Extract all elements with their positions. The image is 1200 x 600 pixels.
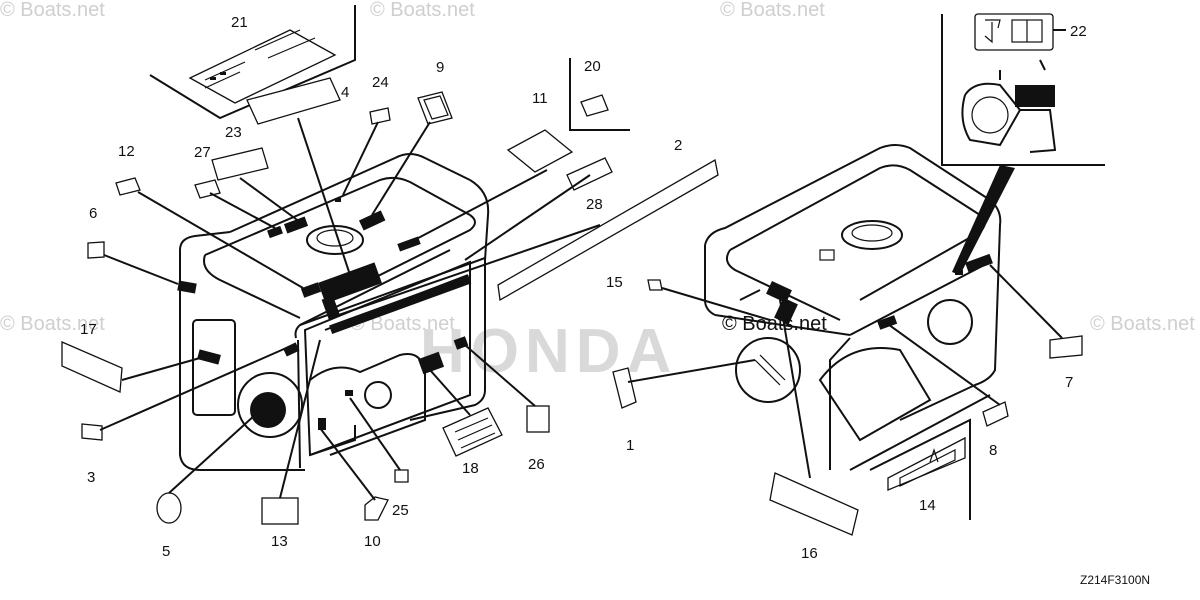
callout-1: 1: [626, 437, 634, 454]
callout-20: 20: [584, 58, 601, 75]
callout-24: 25: [392, 502, 409, 519]
loose-labels-right: [612, 279, 1083, 536]
callout-7: 7: [1065, 374, 1073, 391]
callout-6: 6: [89, 205, 97, 222]
label-2: [497, 158, 719, 302]
callout-16: 16: [801, 545, 818, 562]
label-13: [261, 497, 299, 525]
watermark: © Boats.net: [350, 313, 455, 335]
label-17: [61, 341, 123, 393]
callout-28: 28: [586, 196, 603, 213]
watermark-overlay: © Boats.net: [722, 313, 827, 335]
label-15: [647, 279, 663, 291]
label-12: [115, 177, 141, 196]
label-4: [246, 77, 341, 125]
label-23: [211, 147, 269, 181]
callout-21: 21: [231, 14, 248, 31]
inset-22: [941, 13, 1105, 275]
generator-right: [704, 144, 1002, 471]
label-7: [1049, 335, 1083, 359]
watermark: © Boats.net: [0, 0, 105, 21]
fuel-valve-icon: [984, 19, 1001, 44]
label-27: [194, 179, 221, 199]
label-6: [87, 241, 105, 259]
callout-2: 2: [674, 137, 682, 154]
watermark: © Boats.net: [1090, 313, 1195, 335]
watermark: © Boats.net: [0, 313, 105, 335]
callout-10: 10: [364, 533, 381, 550]
label-25: [369, 107, 391, 125]
watermark: © Boats.net: [370, 0, 475, 21]
label-26: [526, 405, 550, 433]
label-5: [156, 492, 182, 524]
callout-5: 5: [162, 543, 170, 560]
callout-17: 17: [80, 321, 97, 338]
diagram-code: Z214F3100N: [1080, 573, 1150, 587]
generator-left: [177, 153, 490, 471]
loose-labels-left: [61, 77, 719, 525]
callout-12: 12: [118, 143, 135, 160]
callout-4: 4: [341, 84, 349, 101]
callout-27: 27: [194, 144, 211, 161]
label-1: [612, 367, 637, 409]
callout-22: 22: [1070, 23, 1087, 40]
callout-14: 14: [919, 497, 936, 514]
callout-15: 15: [606, 274, 623, 291]
callout-11: 11: [532, 90, 548, 107]
callout-18: 18: [462, 460, 479, 477]
label-11: [506, 129, 574, 173]
label-3: [81, 423, 103, 441]
label-20: [580, 94, 609, 117]
watermark: © Boats.net: [720, 0, 825, 21]
callout-3: 3: [87, 469, 95, 486]
label-24: [394, 469, 409, 483]
label-8: [982, 401, 1009, 427]
callout-23: 23: [225, 124, 242, 141]
label-10: [364, 496, 389, 521]
label-16: [769, 472, 859, 536]
callout-9: 9: [436, 59, 444, 76]
callout-8: 8: [989, 442, 997, 459]
leader-lines-right: [627, 264, 1063, 479]
callout-13: 13: [271, 533, 288, 550]
label-18: [442, 407, 503, 457]
callout-numbers: 21 4 24 9 11 20 2 28 23 27 12 6 17 3 5 1…: [80, 14, 1087, 562]
brand-text: HONDA: [420, 317, 677, 386]
hazard-hand-icon: [929, 448, 939, 463]
leader-lines-left: [99, 117, 601, 501]
callout-26: 26: [528, 456, 545, 473]
callout-25: 24: [372, 74, 389, 91]
